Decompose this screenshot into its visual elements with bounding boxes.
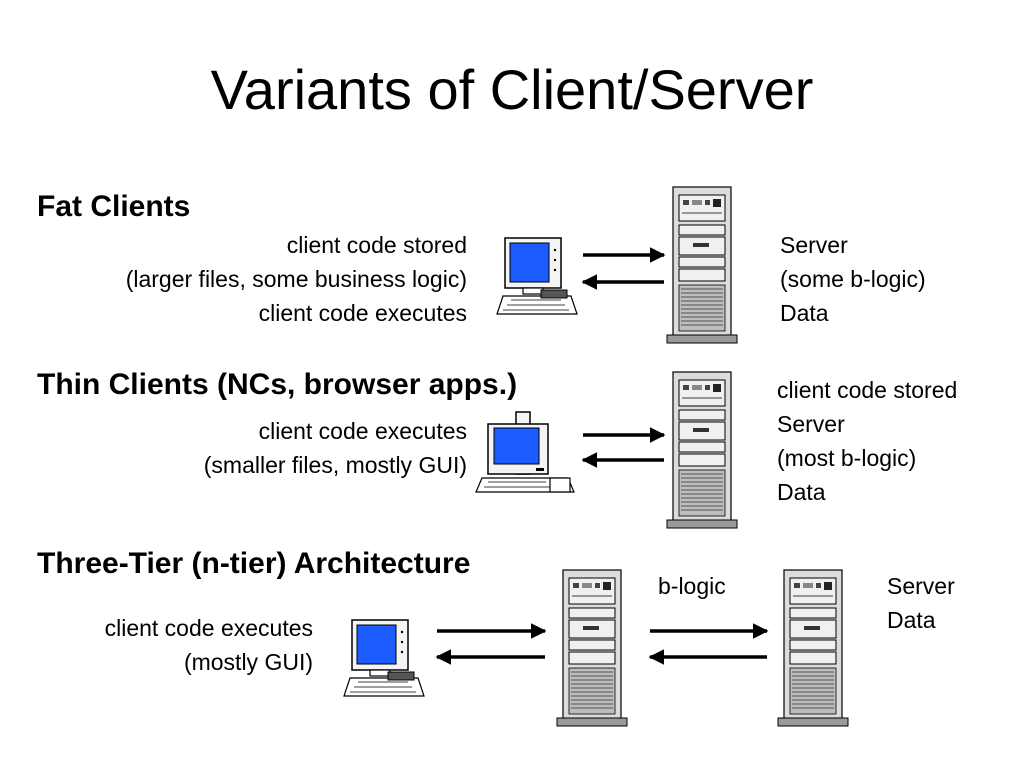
three-tier-client-line-1: client code executes [104,615,313,641]
thin-server-line-3: (most b-logic) [777,445,917,471]
fat-server-line-1: Server [780,232,848,258]
three-tier-server-description: Server Data [887,569,955,637]
thin-server-line-4: Data [777,479,826,505]
middle-server-tower-icon [556,569,628,727]
three-tier-server-line-2: Data [887,607,936,633]
thin-client-computer-icon [475,411,575,493]
desktop-computer-icon [496,237,578,315]
fat-server-line-2: (some b-logic) [780,266,926,292]
fat-client-line-1: client code stored [286,232,467,258]
fat-server-description: Server (some b-logic) Data [780,228,926,330]
three-tier-heading: Three-Tier (n-tier) Architecture [37,547,471,580]
fat-client-line-2: (larger files, some business logic) [125,266,467,292]
server-tower-icon [666,186,738,344]
fat-client-description: client code stored (larger files, some b… [126,228,467,330]
three-tier-client-line-2: (mostly GUI) [183,649,313,675]
data-server-tower-icon [777,569,849,727]
thin-client-line-2: (smaller files, mostly GUI) [203,452,467,478]
three-tier-server-line-1: Server [887,573,955,599]
fat-client-line-3: client code executes [258,300,467,326]
three-tier-client-description: client code executes (mostly GUI) [105,611,313,679]
fat-server-line-3: Data [780,300,829,326]
thin-client-line-1: client code executes [258,418,467,444]
desktop-computer-icon [343,619,425,697]
thin-server-line-1: client code stored [777,377,958,403]
middle-tier-label: b-logic [658,573,726,599]
fat-clients-heading: Fat Clients [37,190,191,223]
thin-server-line-2: Server [777,411,845,437]
thin-client-description: client code executes (smaller files, mos… [204,414,467,482]
thin-server-description: client code stored Server (most b-logic)… [777,373,957,509]
thin-clients-heading: Thin Clients (NCs, browser apps.) [37,368,518,401]
page-title: Variants of Client/Server [210,58,814,121]
server-tower-icon [666,371,738,529]
